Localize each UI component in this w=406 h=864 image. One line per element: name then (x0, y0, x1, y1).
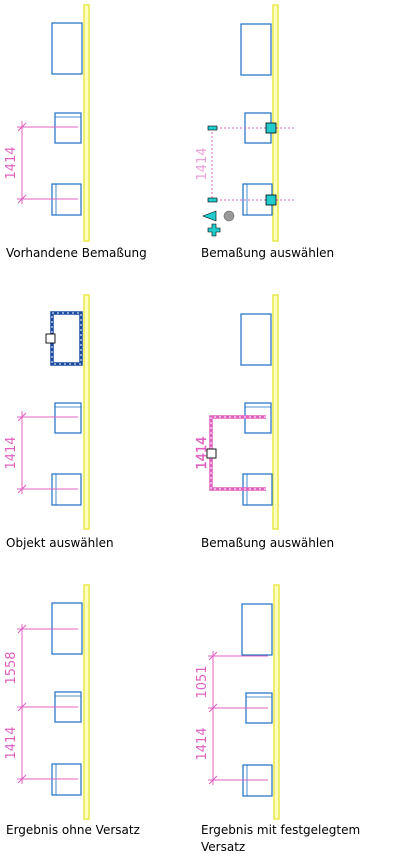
panel-caption: Ergebnis mit festgelegtem (201, 823, 360, 837)
dimension-text: 1414 (4, 726, 19, 759)
panel-caption: Bemaßung auswählen (201, 246, 334, 260)
window-object-selected[interactable] (50, 311, 83, 366)
window-object (54, 112, 82, 144)
circle-grip-icon[interactable] (223, 210, 235, 222)
panel-result-no-offset: 1558 1414 Ergebnis ohne Versatz (4, 584, 140, 837)
panel-result-fixed-offset: 1051 1414 Ergebnis mit festgelegtem Vers… (195, 584, 360, 854)
wall (272, 294, 279, 530)
wall (83, 4, 90, 242)
dimension-text: 1414 (195, 147, 210, 180)
dimension-text: 1558 (4, 651, 19, 684)
panel-caption-line2: Versatz (201, 840, 245, 854)
grip-handle[interactable] (207, 197, 218, 203)
plus-grip-icon[interactable] (207, 223, 221, 237)
dimension-line (17, 411, 78, 494)
panel-caption: Vorhandene Bemaßung (6, 246, 147, 260)
grip-handle[interactable] (265, 122, 277, 134)
dimension-line (17, 121, 78, 204)
panel-caption: Ergebnis ohne Versatz (6, 823, 140, 837)
window-object (240, 313, 272, 366)
grip-handle[interactable] (265, 194, 277, 206)
dimension-line-selected (208, 127, 296, 201)
wall (273, 584, 280, 820)
panel-select-dimension-2: 1414 Bemaßung auswählen (195, 294, 334, 550)
dimension-text: 1051 (195, 665, 210, 698)
dimension-line (17, 624, 78, 784)
dimension-text: 1414 (195, 436, 210, 469)
wall (83, 584, 90, 820)
dimension-line-highlighted[interactable] (209, 415, 266, 491)
wall (83, 294, 90, 530)
panel-select-object: 1414 Objekt auswählen (4, 294, 114, 550)
window-object (241, 603, 273, 656)
triangle-grip-icon[interactable] (202, 210, 217, 222)
panel-select-dimension: 1414 Bemaßung auswählen (195, 4, 334, 260)
panel-existing-dimension: 1414 Vorhandene Bemaßung (4, 4, 147, 260)
pick-box-cursor (45, 333, 56, 344)
dimension-text: 1414 (4, 436, 19, 469)
dimension-text: 1414 (195, 727, 210, 760)
dimension-line (208, 651, 268, 785)
grip-handle[interactable] (207, 125, 218, 131)
pick-box-cursor (206, 448, 217, 459)
panel-caption: Objekt auswählen (6, 536, 114, 550)
dimension-text: 1414 (4, 146, 19, 179)
window-object (51, 22, 83, 75)
panel-caption: Bemaßung auswählen (201, 536, 334, 550)
window-object (240, 23, 272, 76)
window-object (54, 402, 82, 434)
